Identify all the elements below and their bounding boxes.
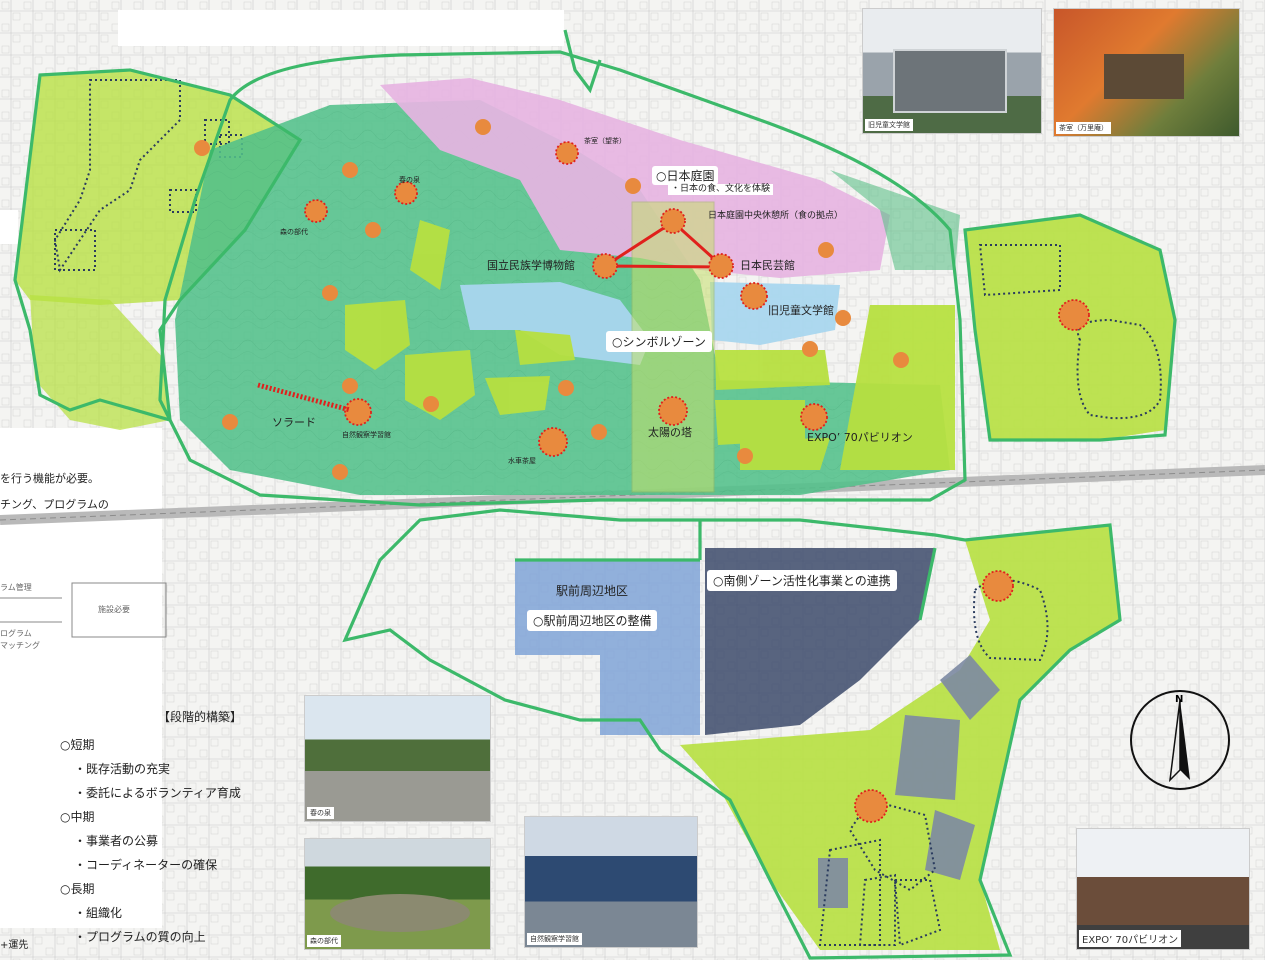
label-tower-of-sun: 太陽の塔: [648, 426, 692, 439]
japanese-garden-east: [830, 170, 960, 270]
label-museum-ethnology: 国立民族学博物館: [487, 259, 575, 272]
title-blank-area: [118, 10, 564, 46]
label-nature-center: 自然観察学習館: [342, 431, 391, 439]
left-note-1: を行う機能が必要。: [0, 472, 99, 485]
label-symbol-zone: ○シンボルゾーン: [606, 331, 712, 352]
photo-expo-pavilion: EXPO’ 70パビリオン: [1076, 828, 1250, 950]
phase-long-item: ・プログラムの質の向上: [74, 930, 206, 944]
label-south-zone-link: ○南側ゾーン活性化事業との連携: [707, 570, 897, 591]
label-water-tea-house: 水車茶屋: [508, 457, 536, 465]
label-japanese-garden: ○日本庭園: [652, 166, 719, 185]
phased-construction-list: 【段階的構築】 ○短期 ・既存活動の充実 ・委託によるボランティア育成 ○中期 …: [60, 708, 300, 949]
north-label: N: [1175, 694, 1184, 705]
phase-short: ○短期: [60, 738, 95, 752]
interior-meadows: [345, 220, 955, 470]
photo-caption: 茶室（万里庵）: [1056, 122, 1111, 134]
south-zone: [705, 548, 935, 735]
key-facility-markers: [304, 141, 1090, 823]
photo-nature-center: 自然観察学習館: [524, 816, 698, 948]
park-boundaries: [13, 29, 1177, 960]
label-station-area: 駅前周辺地区: [556, 584, 629, 598]
label-japanese-garden-sub: ・日本の食、文化を体験: [668, 184, 774, 195]
photo-caption: 春の泉: [307, 807, 334, 819]
pond: [460, 282, 650, 365]
photo-spring: 春の泉: [304, 695, 491, 822]
phase-mid-item: ・事業者の公募: [74, 834, 159, 848]
phase-mid: ○中期: [60, 810, 95, 824]
left-frag-2: 施設必要: [98, 605, 130, 614]
left-panel-blank-top: [0, 210, 18, 244]
label-expo-pavilion: EXPO’ 70パビリオン: [807, 431, 913, 444]
museum-route-triangle: [599, 220, 727, 269]
phase-long-item: ・組織化: [74, 906, 123, 920]
left-note-2: チング、プログラムの: [0, 498, 109, 511]
japanese-garden-zone: [380, 78, 890, 278]
label-solarde: ソラード: [272, 416, 316, 429]
photo-caption: EXPO’ 70パビリオン: [1079, 930, 1182, 947]
photo-caption: 自然観察学習館: [527, 933, 582, 945]
left-frag-1: ラム管理: [0, 583, 32, 592]
southeast-dotted-fields: [818, 579, 1049, 947]
photo-tea-house: 茶室（万里庵）: [1053, 8, 1240, 137]
phase-long: ○長期: [60, 882, 95, 896]
southeast-gray-blocks: [818, 655, 1000, 908]
label-tea-house: 茶室（望茶）: [584, 137, 626, 145]
label-station-area-dev: ○駅前周辺地区の整備: [527, 610, 658, 631]
station-area: [515, 560, 700, 735]
southeast-meadow: [680, 525, 1120, 950]
photo-forest-stage: 森の部代: [304, 838, 491, 950]
label-garden-rest-house: 日本庭園中央休憩所（食の拠点）: [708, 211, 844, 221]
left-frag-5: +運先: [0, 940, 29, 951]
photo-caption: 旧児童文学館: [865, 119, 913, 131]
label-old-childrens-lit: 旧児童文学館: [768, 304, 834, 317]
facility-markers: [194, 119, 909, 480]
label-spring: 春の泉: [399, 176, 420, 184]
label-forest-stage: 森の部代: [280, 228, 308, 236]
phase-short-item: ・既存活動の充実: [74, 762, 171, 776]
phase-mid-item: ・コーディネーターの確保: [74, 858, 218, 872]
east-dotted-fields: [978, 244, 1162, 420]
label-folk-crafts: 日本民芸館: [740, 259, 795, 272]
phase-short-item: ・委託によるボランティア育成: [74, 786, 241, 800]
photo-caption: 森の部代: [307, 935, 341, 947]
left-panel-diagram: [0, 582, 167, 638]
west-lower-meadow: [30, 295, 170, 430]
north-compass: N: [1130, 690, 1230, 790]
photo-old-childrens-lit: 旧児童文学館: [862, 8, 1042, 134]
left-frag-4: マッチング: [0, 641, 40, 650]
phase-title: 【段階的構築】: [157, 710, 242, 724]
left-frag-3: ログラム: [0, 629, 32, 638]
